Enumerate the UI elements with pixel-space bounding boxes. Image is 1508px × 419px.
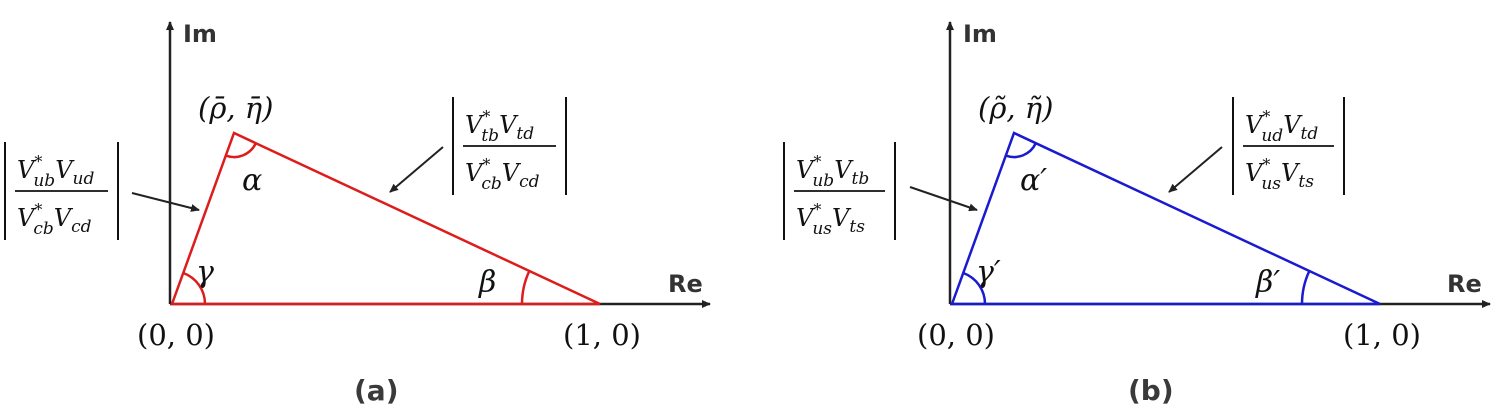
real-axis-title-b: Re bbox=[1447, 270, 1482, 298]
unitarity-triangle-b bbox=[950, 131, 1381, 306]
imag-axis-title-b: Im bbox=[963, 20, 997, 48]
panel-label-a: (a) bbox=[354, 374, 399, 407]
gamma-arc-b bbox=[962, 271, 987, 305]
panel-label-b: (b) bbox=[1128, 374, 1174, 407]
left-side-ratio-b: V*ubVtb V*usVts bbox=[783, 142, 896, 240]
apex-label-b: (ρ̃, η̃) bbox=[978, 91, 1054, 125]
svg-text:V*ubVud: V*ubVud bbox=[17, 152, 94, 191]
beta-label-a: β bbox=[478, 265, 496, 300]
svg-text:V*cbVcd: V*cbVcd bbox=[17, 200, 92, 239]
origin-label-b: (0, 0) bbox=[917, 318, 995, 352]
left-pointer-arrow-b bbox=[909, 186, 978, 212]
right-side-ratio-b: V*udVtd V*usVts bbox=[1232, 97, 1345, 195]
panel-a: Im Re γ α β (ρ̄, η̄) (0, 0) (1, 0) V*ubV… bbox=[4, 20, 711, 407]
right-side-ratio-a: V*tbVtd V*cbVcd bbox=[452, 97, 567, 195]
alpha-label-a: α bbox=[242, 163, 262, 198]
imag-axis-title-a: Im bbox=[183, 20, 217, 48]
real-axis-title-a: Re bbox=[668, 270, 703, 298]
right-pointer-arrow-a bbox=[389, 146, 444, 193]
unit-point-label-a: (1, 0) bbox=[563, 318, 641, 352]
beta-arc-b bbox=[1300, 270, 1311, 305]
gamma-label-a: γ bbox=[196, 255, 214, 290]
gamma-label-b: γ′ bbox=[976, 255, 1001, 290]
alpha-arc-b bbox=[1005, 142, 1037, 159]
beta-label-b: β′ bbox=[1255, 265, 1280, 300]
apex-label-a: (ρ̄, η̄) bbox=[198, 91, 274, 125]
beta-arc-a bbox=[520, 270, 531, 305]
left-pointer-arrow-a bbox=[131, 192, 200, 212]
svg-text:V*usVts: V*usVts bbox=[796, 200, 865, 239]
svg-text:V*tbVtd: V*tbVtd bbox=[465, 107, 534, 146]
left-side-ratio-a: V*ubVud V*cbVcd bbox=[4, 142, 119, 240]
svg-text:V*usVts: V*usVts bbox=[1245, 155, 1314, 194]
unitarity-triangle-a bbox=[170, 131, 601, 306]
svg-text:V*cbVcd: V*cbVcd bbox=[465, 155, 540, 194]
svg-text:V*udVtd: V*udVtd bbox=[1245, 107, 1318, 146]
panel-b: Im Re γ′ α′ β′ (ρ̃, η̃) (0, 0) (1, 0) V*… bbox=[783, 20, 1491, 407]
alpha-arc-a bbox=[225, 142, 257, 159]
right-pointer-arrow-b bbox=[1168, 146, 1223, 193]
unit-point-label-b: (1, 0) bbox=[1343, 318, 1421, 352]
origin-label-a: (0, 0) bbox=[137, 318, 215, 352]
ratio-num-v1: V bbox=[17, 156, 37, 184]
svg-text:V*ubVtb: V*ubVtb bbox=[796, 152, 869, 191]
gamma-arc-a bbox=[182, 271, 207, 305]
alpha-label-b: α′ bbox=[1020, 163, 1047, 198]
